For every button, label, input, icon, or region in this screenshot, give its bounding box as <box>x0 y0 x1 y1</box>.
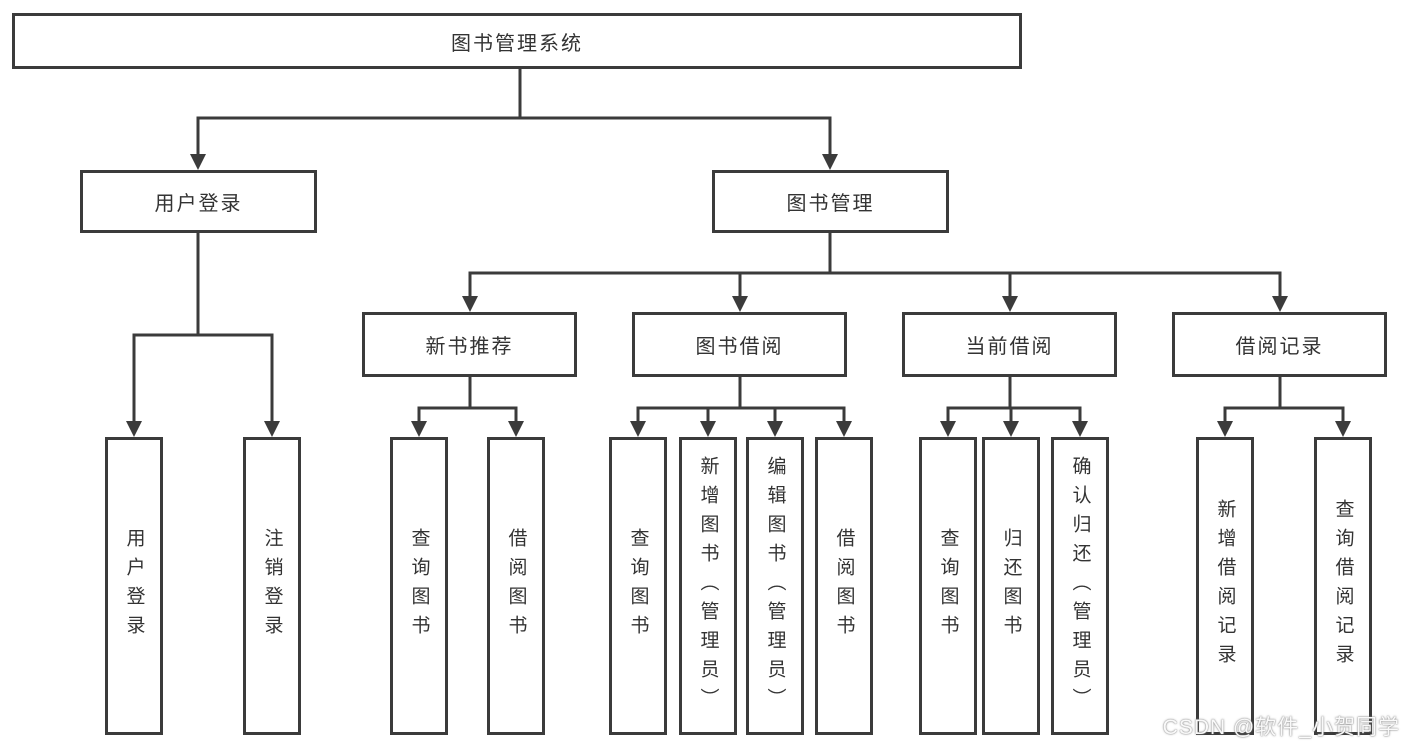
leaf-borrow-books-recommend: 借阅图书 <box>487 437 545 735</box>
leaf-query-books-recommend: 查询图书 <box>390 437 448 735</box>
node-current-borrow: 当前借阅 <box>902 312 1117 377</box>
leaf-query-books-current: 查询图书 <box>919 437 977 735</box>
leaf-borrow-books: 借阅图书 <box>815 437 873 735</box>
csdn-watermark: CSDN @软件_小贺同学 <box>1162 716 1400 739</box>
leaf-user-login: 用户登录 <box>105 437 163 735</box>
node-user-login: 用户登录 <box>80 170 317 233</box>
arrowheads <box>126 154 1351 437</box>
leaf-add-book-admin: 新增图书（管理员） <box>679 437 737 735</box>
leaf-query-books-borrow: 查询图书 <box>609 437 667 735</box>
node-book-borrow: 图书借阅 <box>632 312 847 377</box>
leaf-confirm-return-admin: 确认归还（管理员） <box>1051 437 1109 735</box>
node-library-management-system: 图书管理系统 <box>12 13 1022 69</box>
leaf-edit-book-admin: 编辑图书（管理员） <box>746 437 804 735</box>
leaf-logout: 注销登录 <box>243 437 301 735</box>
node-book-management: 图书管理 <box>712 170 949 233</box>
leaf-query-borrow-record: 查询借阅记录 <box>1314 437 1372 735</box>
node-borrow-records: 借阅记录 <box>1172 312 1387 377</box>
node-new-book-recommend: 新书推荐 <box>362 312 577 377</box>
leaf-return-books: 归还图书 <box>982 437 1040 735</box>
leaf-add-borrow-record: 新增借阅记录 <box>1196 437 1254 735</box>
